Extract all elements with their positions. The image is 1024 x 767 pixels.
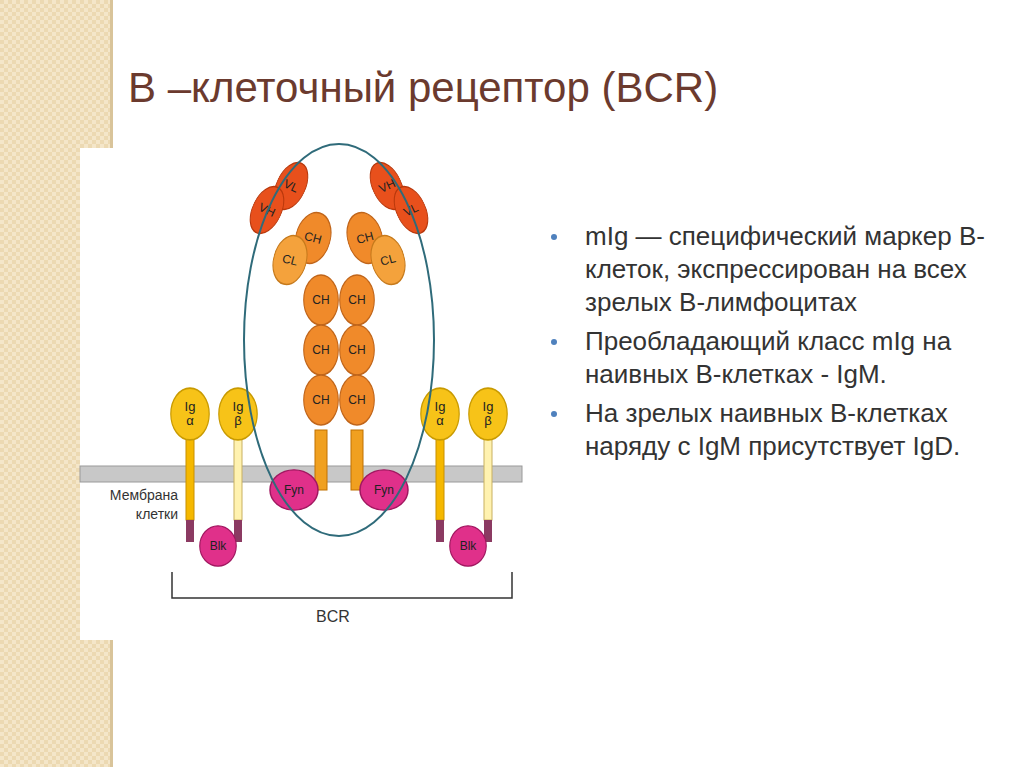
ig-alpha: Ig α (420, 387, 460, 441)
bullet-dot (551, 411, 557, 417)
constant-domain: CH (339, 374, 375, 426)
domain-label: CH (348, 394, 365, 407)
domain-label: CH (303, 230, 323, 247)
bullet-dot (551, 234, 557, 240)
domain-label: CH (348, 344, 365, 357)
heavy-chain-stem (315, 430, 327, 490)
domain-label: Ig α (431, 400, 449, 427)
blk-kinase: Blk (199, 525, 237, 567)
domain-label: Blk (210, 540, 227, 553)
ig-beta: Ig β (468, 387, 508, 441)
constant-domain: CH (303, 374, 339, 426)
constant-domain: CH (303, 324, 339, 376)
membrane-label: Мембрана клетки (82, 486, 178, 524)
bcr-bracket (172, 572, 512, 598)
domain-label: CH (312, 294, 329, 307)
domain-label: VH (257, 201, 277, 219)
bcr-label: BCR (316, 608, 350, 626)
figure-panel (80, 148, 540, 640)
bullet-text: На зрелых наивных В-клетках наряду с IgM… (585, 397, 985, 463)
slide-title: В –клеточный рецептор (BCR) (128, 64, 718, 112)
constant-domain: CH (339, 324, 375, 376)
domain-label: Ig β (229, 400, 247, 427)
domain-label: Fyn (374, 484, 394, 497)
domain-label: CL (281, 252, 299, 268)
domain-label: CL (379, 252, 397, 268)
domain-label: Blk (460, 540, 477, 553)
fyn-kinase: Fyn (359, 469, 409, 511)
domain-label: CH (312, 344, 329, 357)
bullet-text: mIg — специфический маркер В-клеток, экс… (585, 220, 985, 319)
ig-stems (186, 436, 492, 542)
domain-label: VL (402, 201, 421, 219)
domain-label: Ig α (181, 400, 199, 427)
domain-label: Ig β (479, 400, 497, 427)
domain-label: VH (377, 177, 397, 195)
domain-label: CH (355, 230, 375, 247)
ig-alpha: Ig α (170, 387, 210, 441)
bullet-text: Преобладающий класс mIg на наивных В-кле… (585, 325, 985, 391)
domain-label: Fyn (284, 484, 304, 497)
heavy-chain-stem (351, 430, 363, 490)
fyn-kinase: Fyn (269, 469, 319, 511)
ig-beta: Ig β (218, 387, 258, 441)
blk-kinase: Blk (449, 525, 487, 567)
constant-domain: CH (303, 274, 339, 326)
domain-label: CH (312, 394, 329, 407)
constant-domain: CH (339, 274, 375, 326)
domain-label: CH (348, 294, 365, 307)
bullet-dot (551, 339, 557, 345)
domain-label: VL (282, 177, 301, 195)
